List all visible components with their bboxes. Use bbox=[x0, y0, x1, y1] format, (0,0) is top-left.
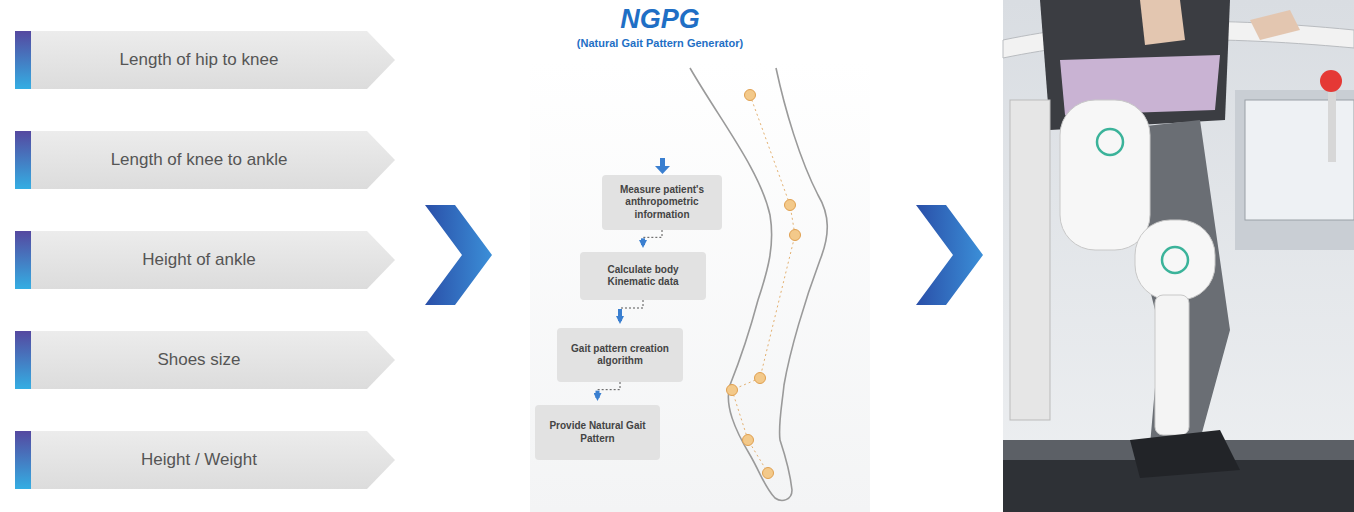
leg-panel bbox=[530, 62, 870, 512]
input-band: Height of ankle bbox=[15, 231, 395, 289]
band-label: Length of hip to knee bbox=[31, 31, 367, 89]
input-band: Length of knee to ankle bbox=[15, 131, 395, 189]
flow-connector bbox=[598, 382, 621, 398]
flow-chevron bbox=[425, 205, 492, 305]
process-box: Measure patient's anthropometric informa… bbox=[602, 175, 722, 230]
flow-connector bbox=[620, 300, 643, 321]
flow-connector bbox=[643, 230, 662, 245]
box-label: Provide Natural Gait Pattern bbox=[541, 420, 654, 445]
band-label: Height of ankle bbox=[31, 231, 367, 289]
box-label: Measure patient's anthropometric informa… bbox=[608, 184, 716, 222]
band-label: Height / Weight bbox=[31, 431, 367, 489]
subtitle-label: (Natural Gait Pattern Generator) bbox=[520, 37, 800, 49]
input-band: Height / Weight bbox=[15, 431, 395, 489]
band-label: Shoes size bbox=[31, 331, 367, 389]
diagram-title: NGPG bbox=[540, 4, 780, 35]
box-label: Calculate body Kinematic data bbox=[586, 264, 700, 289]
joint-markers bbox=[727, 90, 801, 479]
box-label: Gait pattern creation algorithm bbox=[563, 343, 677, 368]
process-box: Provide Natural Gait Pattern bbox=[535, 405, 660, 460]
flow-chevron bbox=[916, 205, 983, 305]
process-box: Calculate body Kinematic data bbox=[580, 252, 706, 300]
input-band: Length of hip to knee bbox=[15, 31, 395, 89]
robot-photo bbox=[1003, 0, 1354, 512]
input-band: Shoes size bbox=[15, 331, 395, 389]
band-label: Length of knee to ankle bbox=[31, 131, 367, 189]
entry-arrow bbox=[655, 158, 670, 174]
leg-outline bbox=[690, 68, 827, 500]
process-box: Gait pattern creation algorithm bbox=[557, 328, 683, 382]
